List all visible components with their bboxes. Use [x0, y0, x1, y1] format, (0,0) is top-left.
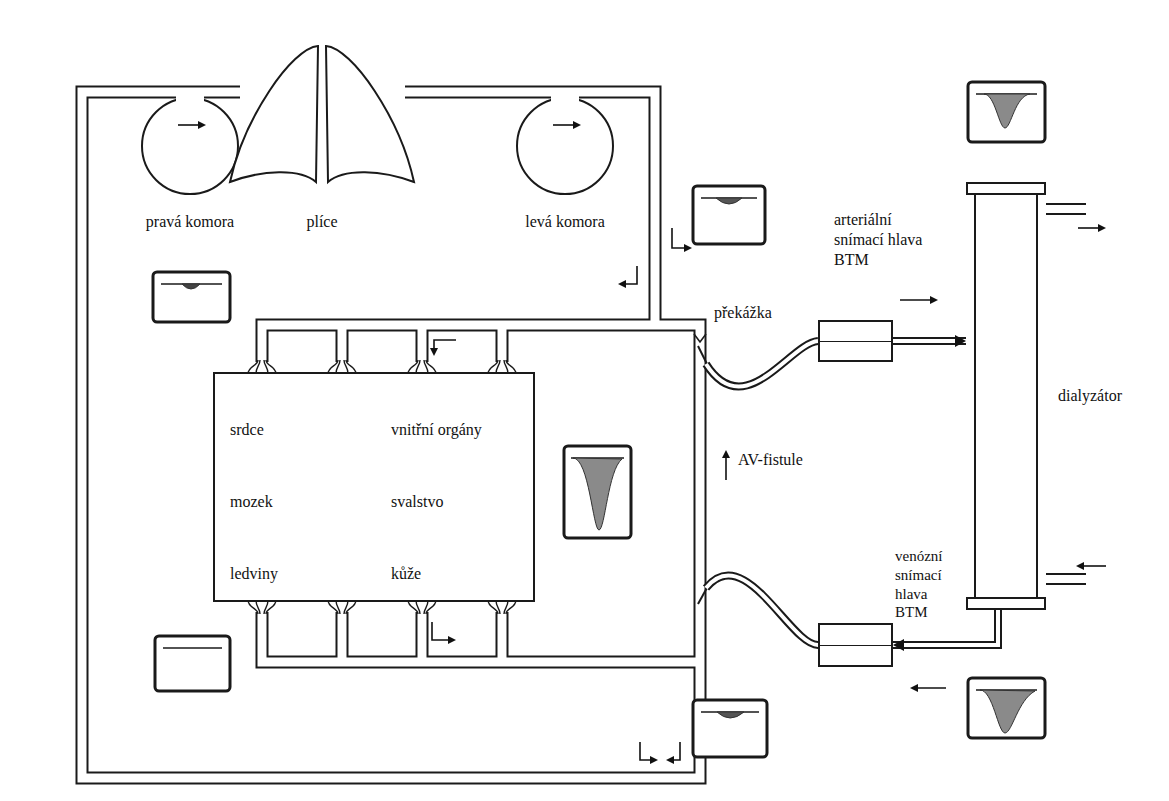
- node-text: kůže: [391, 564, 421, 584]
- dialyzer-outline: [966, 182, 1046, 610]
- node-text: mozek: [230, 492, 273, 512]
- part-label: plíce: [306, 212, 337, 232]
- node-text: ledviny: [230, 564, 278, 584]
- part-label: levá komora: [525, 212, 605, 232]
- node-text: dialyzátor: [1058, 386, 1122, 406]
- node-text: arteriální snímací hlava BTM: [834, 210, 926, 270]
- part-label: pravá komora: [146, 212, 234, 232]
- head-divider: [820, 645, 891, 646]
- btm-sensor-head: venózní snímací hlava BTM: [818, 623, 893, 667]
- node-text: srdce: [230, 420, 264, 440]
- node-text: svalstvo: [391, 492, 443, 512]
- btm-sensor-head: arteriální snímací hlava BTM: [818, 320, 893, 362]
- node-text: vnitřní orgány: [391, 420, 482, 440]
- part-label: překážka: [714, 303, 772, 323]
- tube-connector: [893, 335, 966, 347]
- node-text: venózní snímací hlava BTM: [895, 547, 961, 622]
- dialyzer: dialyzátor: [966, 182, 1046, 610]
- part-label: AV-fistule: [738, 450, 803, 470]
- organ-block: srdce vnitřní orgány mozek svalstvo ledviny k…: [213, 372, 535, 602]
- head-divider: [820, 341, 891, 342]
